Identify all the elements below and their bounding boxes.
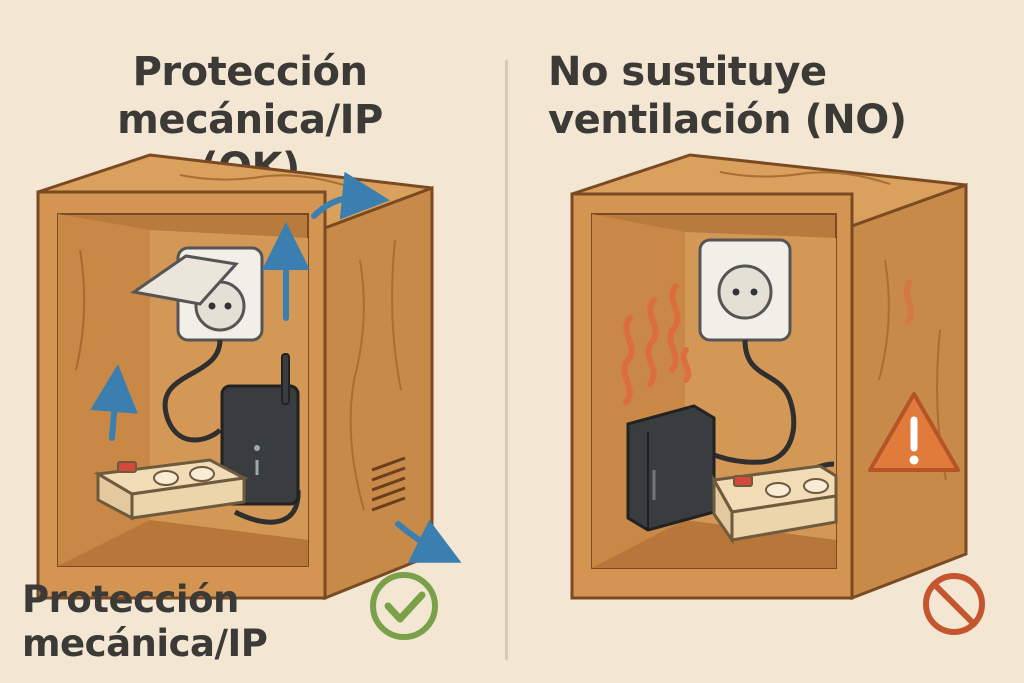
- warning-triangle-icon: [868, 392, 960, 472]
- left-title-line1: Protección mecánica/IP: [117, 49, 383, 143]
- right-title-line2: ventilación (NO): [548, 97, 907, 143]
- heat-waves: [621, 279, 915, 405]
- device-box: [626, 404, 716, 532]
- power-strip: [93, 458, 249, 521]
- caption-line1: Protección: [22, 578, 239, 621]
- router-device: [220, 353, 300, 506]
- power-strip-right: [711, 464, 838, 545]
- prohibited-icon: [923, 573, 985, 635]
- right-panel-title: No sustituye ventilación (NO): [548, 48, 1018, 144]
- check-icon: [370, 572, 438, 640]
- left-cabinet: [36, 153, 434, 601]
- panel-divider: [505, 60, 508, 660]
- airflow-arrows: [90, 171, 462, 563]
- left-bottom-caption: Protección mecánica/IP: [22, 578, 268, 666]
- right-title-line1: No sustituye: [548, 49, 827, 95]
- vent-grille: [371, 456, 406, 512]
- wall-socket: [698, 238, 792, 342]
- left-panel-title: Protección mecánica/IP (OK): [0, 48, 500, 192]
- caption-line2: mecánica/IP: [22, 622, 268, 665]
